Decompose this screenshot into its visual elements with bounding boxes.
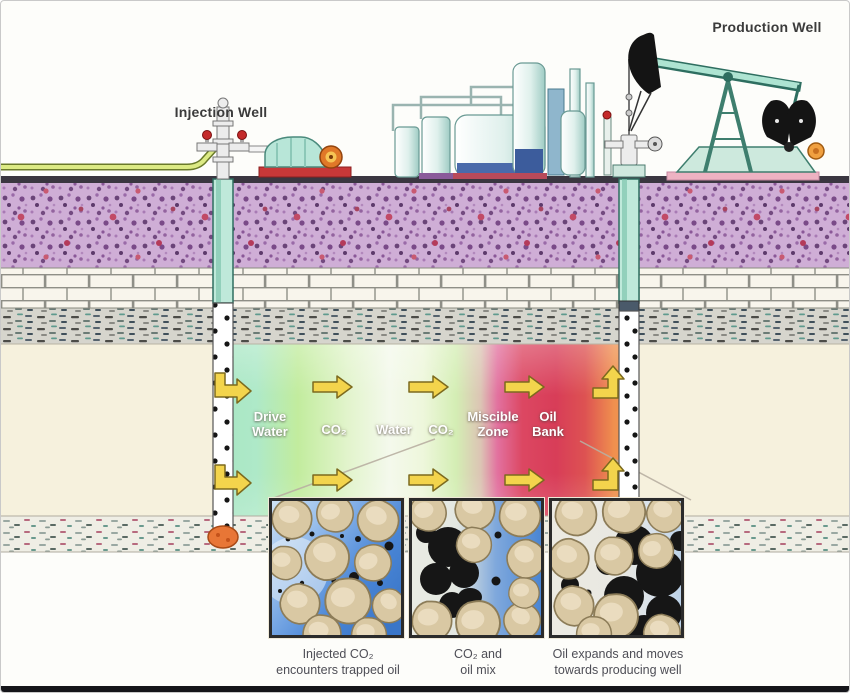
flow-arrow-elbow-right (214, 464, 252, 496)
caption-panel-2: CO₂ and oil mix (383, 646, 573, 678)
geology-layers (1, 176, 849, 553)
zone-label-co2-1: CO₂ (321, 422, 347, 437)
zone-label-drive-water: Drive Water (252, 409, 288, 439)
zone-label-oil-bank: Oil Bank (532, 409, 564, 439)
caption-panel-3: Oil expands and moves towards producing … (523, 646, 713, 678)
pore-scale-oil-bank (552, 501, 681, 635)
caprock-shale-layer (1, 308, 849, 344)
flow-arrow-right (504, 468, 545, 492)
horsehead (628, 32, 661, 94)
flow-arrow-right (312, 468, 353, 492)
figure-bottom-bar (1, 686, 849, 692)
injection-well-casing (207, 178, 239, 549)
caption-line: Injected CO₂ (302, 647, 374, 661)
flow-arrow-right (312, 375, 353, 399)
zone-label-water: Water (376, 422, 412, 437)
co2-pipeline (1, 145, 218, 171)
injection-pump (258, 136, 352, 178)
ground-surface-line (1, 176, 849, 184)
flow-arrow-elbow-right (214, 372, 252, 404)
production-well-label: Production Well (712, 19, 822, 35)
inset-panel-oil-expands (549, 498, 684, 638)
zone-label-miscible-zone: Miscible Zone (467, 409, 519, 439)
flow-arrow-right (408, 375, 449, 399)
pore-scale-water-flood (272, 501, 401, 635)
production-wellhead (602, 59, 663, 178)
flow-arrows (214, 365, 625, 496)
injection-well-label: Injection Well (174, 104, 268, 120)
caption-line: oil mix (460, 663, 496, 677)
injection-well-bottom-plug (207, 525, 239, 549)
sand-grains (272, 501, 401, 635)
pore-scale-mixing (412, 501, 541, 635)
flow-arrow-elbow-up (592, 457, 625, 491)
flow-arrow-elbow-up (592, 365, 625, 399)
valve-handle (237, 130, 247, 140)
flow-arrow-right (504, 375, 545, 399)
counterweight (787, 99, 816, 147)
pumpjack (628, 32, 825, 181)
inset-panel-co2-oil-mix (409, 498, 544, 638)
caption-panel-1: Injected CO₂ encounters trapped oil (243, 646, 433, 678)
caption-line: Oil expands and moves (552, 647, 684, 661)
caption-line: towards producing well (554, 663, 682, 677)
injection-wellhead (196, 97, 268, 180)
counterweight (762, 99, 791, 147)
production-well-casing (618, 178, 640, 500)
sand-grains (552, 501, 681, 635)
conglomerate-accents (1, 183, 849, 268)
limestone-layer (1, 268, 849, 308)
inset-panel-co2-encounters-oil (269, 498, 404, 638)
valve-handle (202, 130, 212, 140)
caption-line: CO₂ and (454, 647, 502, 661)
injection-perforated-casing (212, 302, 234, 532)
valve-handle (602, 110, 612, 120)
flood-zone-sheen (223, 344, 639, 516)
zone-label-co2-2: CO₂ (428, 422, 454, 437)
caption-line: encounters trapped oil (276, 663, 400, 677)
flow-arrow-right (408, 468, 449, 492)
processing-facility (391, 62, 595, 179)
